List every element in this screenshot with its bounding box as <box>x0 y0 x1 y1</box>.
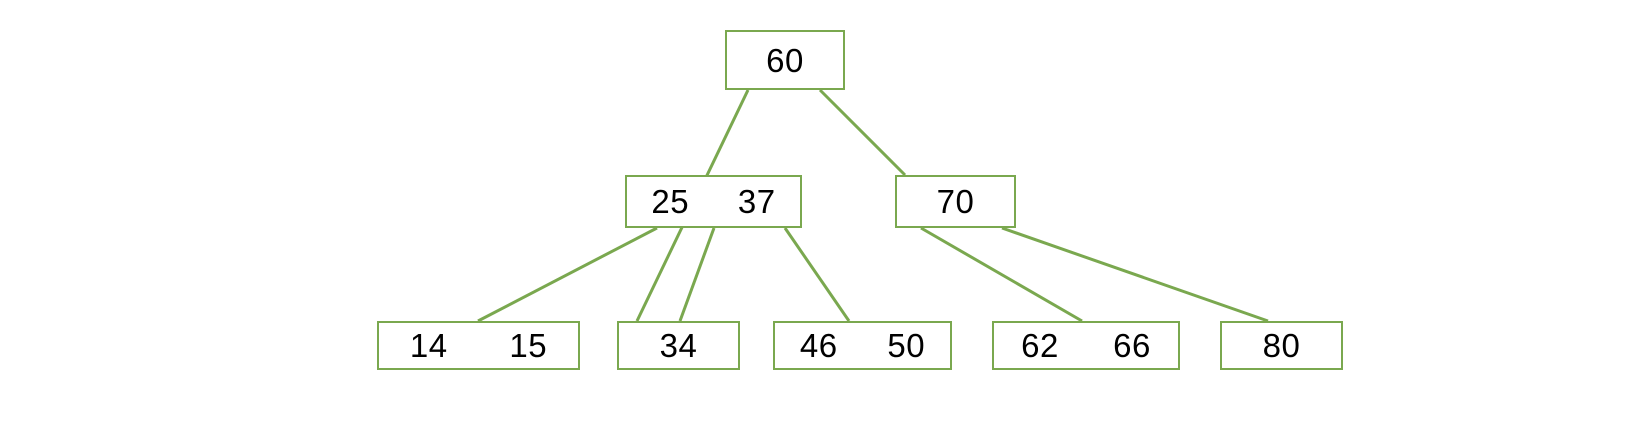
tree-node-n3[interactable]: 14 15 <box>377 321 580 370</box>
node-key: 14 <box>409 327 448 364</box>
tree-edge <box>818 88 907 177</box>
node-key: 50 <box>887 327 926 364</box>
node-key: 37 <box>737 183 776 220</box>
tree-node-n4[interactable]: 34 <box>617 321 740 370</box>
tree-edge <box>920 226 1083 323</box>
tree-edge <box>477 226 658 323</box>
tree-edge <box>678 227 716 322</box>
tree-node-n7[interactable]: 80 <box>1220 321 1343 370</box>
tree-edge <box>783 227 851 322</box>
node-key: 46 <box>799 327 838 364</box>
tree-node-n2[interactable]: 70 <box>895 175 1016 228</box>
tree-node-n6[interactable]: 62 66 <box>992 321 1180 370</box>
node-key: 66 <box>1113 327 1151 364</box>
tree-node-n1[interactable]: 25 37 <box>625 175 802 228</box>
node-key: 70 <box>936 183 975 220</box>
node-key: 25 <box>651 183 690 220</box>
tree-node-n0[interactable]: 60 <box>725 30 845 90</box>
node-key: 34 <box>659 327 698 364</box>
tree-edge <box>1001 226 1269 323</box>
node-key: 15 <box>509 327 548 364</box>
tree-node-n5[interactable]: 46 50 <box>773 321 952 370</box>
node-key: 62 <box>1021 327 1059 364</box>
node-key: 60 <box>766 41 804 79</box>
node-key: 80 <box>1262 327 1301 364</box>
